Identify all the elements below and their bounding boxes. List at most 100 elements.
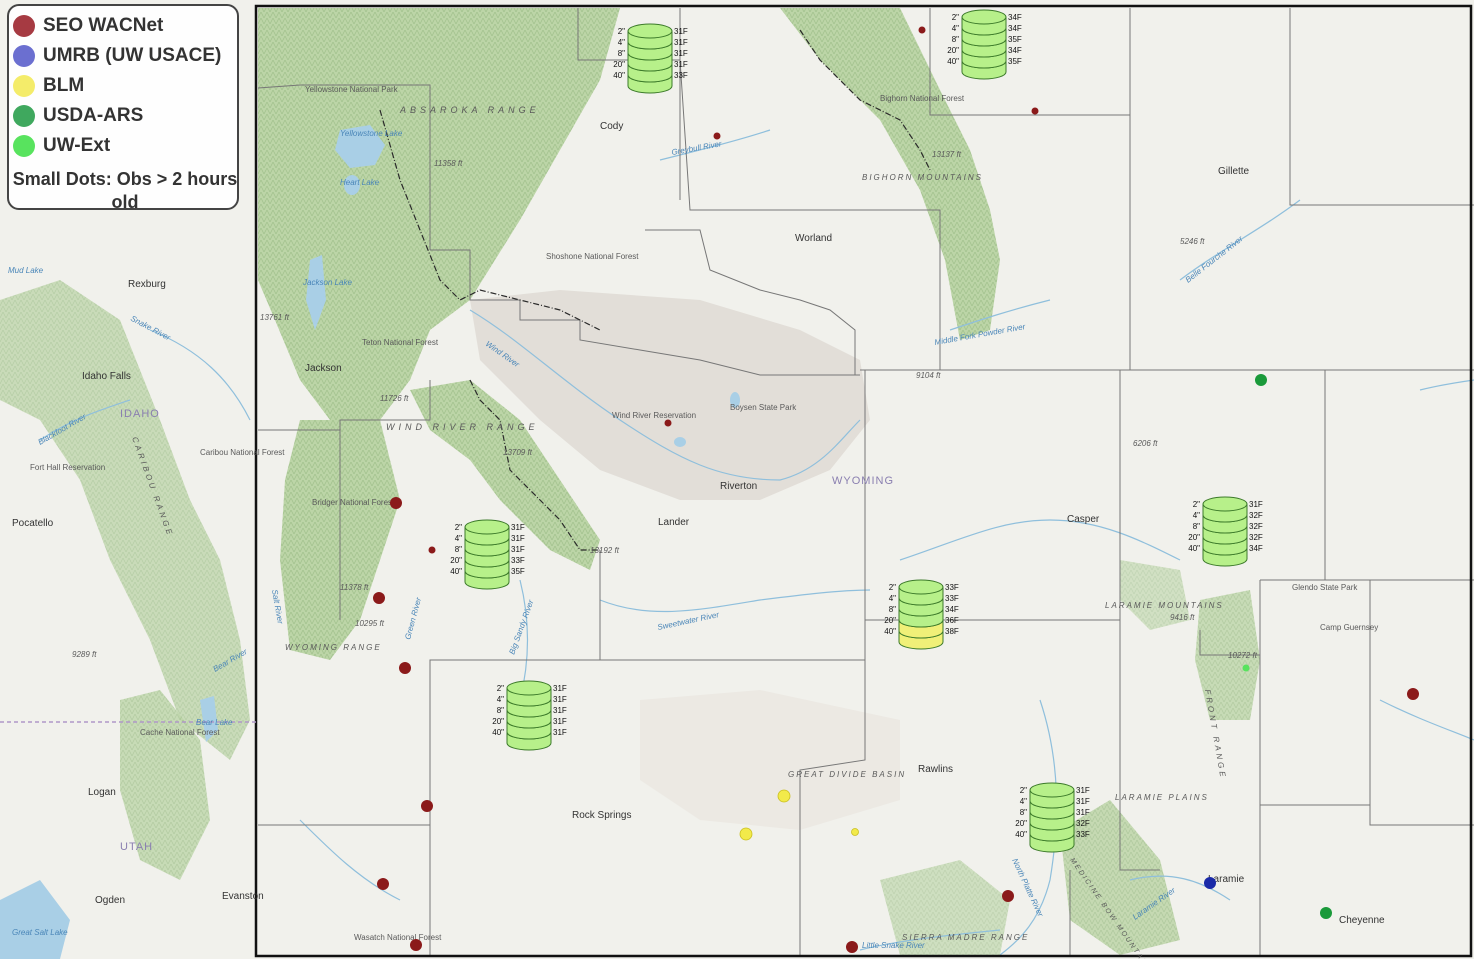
soil-temp-label: 31F <box>553 706 567 715</box>
station-dot-usda-ars[interactable] <box>1255 374 1267 386</box>
soil-temp-label: 31F <box>511 545 525 554</box>
soil-temp-label: 38F <box>945 627 959 636</box>
soil-depth-label: 4" <box>618 38 625 47</box>
label-jackson: Jackson <box>305 363 342 374</box>
station-dot-seo-wacnet[interactable] <box>846 941 858 953</box>
label-gillette: Gillette <box>1218 166 1250 177</box>
station-dot-blm[interactable] <box>777 789 791 803</box>
station-dot-seo-wacnet[interactable] <box>399 662 411 674</box>
soil-depth-label: 20" <box>450 556 462 565</box>
soil-depth-label: 20" <box>492 717 504 726</box>
station-dot-seo-wacnet[interactable] <box>918 26 926 34</box>
soil-depth-label: 4" <box>889 594 896 603</box>
soil-temp-label: 31F <box>511 523 525 532</box>
rivers <box>39 129 1474 956</box>
soil-depth-label: 20" <box>884 616 896 625</box>
station-dot-seo-wacnet[interactable] <box>373 592 385 604</box>
station-dot-seo-wacnet[interactable] <box>421 800 433 812</box>
soil-temp-label: 31F <box>1249 500 1263 509</box>
soil-depth-label: 2" <box>497 684 504 693</box>
label-sierra-madre: SIERRA MADRE RANGE <box>902 933 1029 942</box>
label-glendo: Glendo State Park <box>1292 583 1358 592</box>
soil-depth-label: 2" <box>1020 786 1027 795</box>
soil-temp-label: 31F <box>674 27 688 36</box>
label-absaroka: ABSAROKA RANGE <box>399 105 540 115</box>
label-yellowstone-lake: Yellowstone Lake <box>340 129 403 138</box>
soil-depth-label: 40" <box>613 71 625 80</box>
soil-temp-label: 35F <box>511 567 525 576</box>
forest-areas <box>0 8 1260 955</box>
label-laramie: Laramie <box>1208 874 1245 885</box>
label-wind-river-res: Wind River Reservation <box>612 411 696 420</box>
soil-temp-label: 33F <box>674 71 688 80</box>
soil-depth-label: 4" <box>455 534 462 543</box>
label-elev-6206: 6206 ft <box>1133 439 1158 448</box>
soil-depth-label: 20" <box>1015 819 1027 828</box>
soil-temp-label: 32F <box>1249 522 1263 531</box>
soil-depth-label: 8" <box>455 545 462 554</box>
label-elev-13709: 13709 ft <box>503 448 533 457</box>
soil-temp-label: 36F <box>945 616 959 625</box>
label-heart-lake: Heart Lake <box>340 178 380 187</box>
label-idaho: IDAHO <box>120 408 160 420</box>
label-elev-5246: 5246 ft <box>1180 237 1205 246</box>
station-dot-umrb[interactable] <box>1204 877 1216 889</box>
soil-depth-label: 20" <box>613 60 625 69</box>
label-boysen: Boysen State Park <box>730 403 797 412</box>
station-dot-seo-wacnet[interactable] <box>1002 890 1014 902</box>
soil-depth-label: 2" <box>455 523 462 532</box>
soil-depth-label: 20" <box>1188 533 1200 542</box>
soil-depth-label: 40" <box>450 567 462 576</box>
station-dot-blm[interactable] <box>739 827 753 841</box>
soil-depth-label: 4" <box>1193 511 1200 520</box>
station-dot-seo-wacnet[interactable] <box>428 546 436 554</box>
soil-temp-label: 35F <box>1008 57 1022 66</box>
label-elev-11358: 11358 ft <box>434 159 463 168</box>
soil-depth-label: 4" <box>952 24 959 33</box>
soil-depth-label: 8" <box>497 706 504 715</box>
station-dot-seo-wacnet[interactable] <box>410 939 422 951</box>
label-ogden: Ogden <box>95 895 125 906</box>
station-dot-seo-wacnet[interactable] <box>1031 107 1039 115</box>
station-dot-seo-wacnet[interactable] <box>377 878 389 890</box>
soil-temp-label: 31F <box>674 49 688 58</box>
station-dot-seo-wacnet[interactable] <box>713 132 721 140</box>
label-elev-11378: 11378 ft <box>340 583 369 592</box>
label-cody: Cody <box>600 121 623 132</box>
legend-label: BLM <box>43 75 85 96</box>
label-bear-lake: Bear Lake <box>196 718 233 727</box>
map-legend: SEO WACNet UMRB (UW USACE) BLM USDA-ARS … <box>7 4 239 212</box>
station-dot-seo-wacnet[interactable] <box>390 497 402 509</box>
station-dot-uw-ext[interactable] <box>1242 664 1250 672</box>
soil-depth-label: 4" <box>497 695 504 704</box>
soil-depth-label: 8" <box>618 49 625 58</box>
label-wyoming-range: WYOMING RANGE <box>285 643 382 652</box>
soil-layer-top <box>898 579 944 595</box>
soil-layer-top <box>961 9 1007 25</box>
station-dot-blm[interactable] <box>851 828 859 836</box>
soil-depth-label: 8" <box>1193 522 1200 531</box>
label-great-divide: GREAT DIVIDE BASIN <box>788 770 906 779</box>
soil-temp-label: 35F <box>1008 35 1022 44</box>
station-dot-seo-wacnet[interactable] <box>1407 688 1419 700</box>
label-casper: Casper <box>1067 514 1100 525</box>
station-dot-usda-ars[interactable] <box>1320 907 1332 919</box>
label-elev-13761: 13761 ft <box>260 313 290 322</box>
wyoming-state-border <box>254 4 1473 958</box>
soil-temp-label: 31F <box>674 60 688 69</box>
label-pocatello: Pocatello <box>12 518 54 529</box>
legend-swatch <box>13 135 35 157</box>
label-cache-nf: Cache National Forest <box>140 728 220 737</box>
station-dot-seo-wacnet[interactable] <box>664 419 672 427</box>
legend-label: SEO WACNet <box>43 15 164 36</box>
continental-divide <box>379 29 931 551</box>
soil-temp-label: 31F <box>553 684 567 693</box>
